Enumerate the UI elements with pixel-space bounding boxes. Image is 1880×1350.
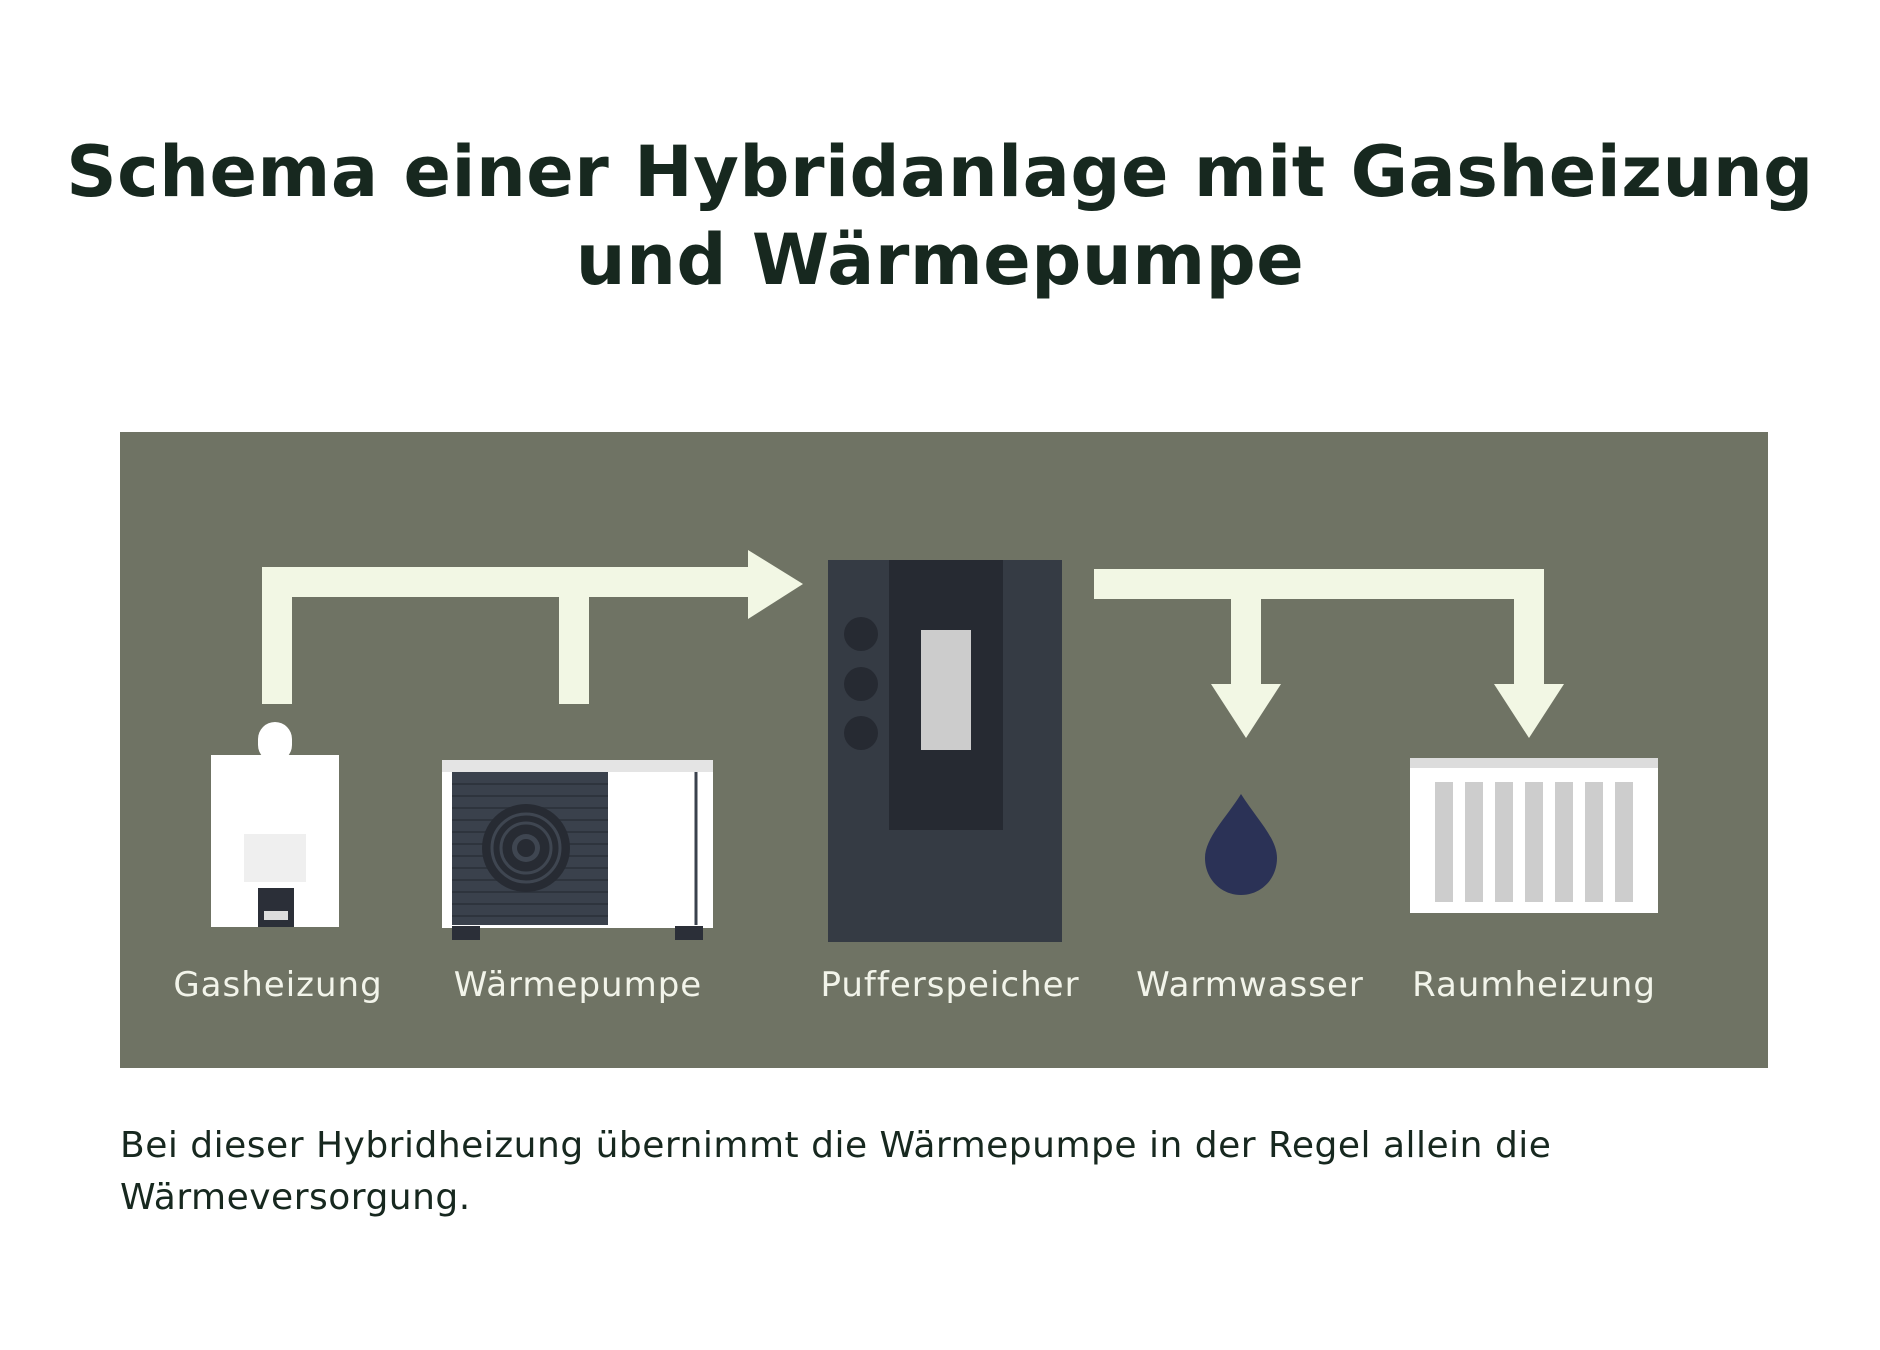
page-title: Schema einer Hybridanlage mit Gasheizung… [0, 128, 1880, 304]
heat-pump-icon [442, 760, 713, 940]
buffer-tank-icon [828, 560, 1062, 942]
label-gasheizung: Gasheizung [173, 965, 383, 1005]
title-line-2: und Wärmepumpe [575, 219, 1305, 301]
title-line-1: Schema einer Hybridanlage mit Gasheizung [66, 131, 1814, 213]
flow-arrow-supply [262, 550, 803, 704]
label-warmwasser: Warmwasser [1136, 965, 1364, 1005]
flow-arrow-distribution [1094, 569, 1564, 738]
water-drop-icon [1205, 794, 1277, 895]
label-waermepumpe: Wärmepumpe [453, 965, 703, 1005]
gas-boiler-icon [211, 722, 339, 927]
label-pufferspeicher: Pufferspeicher [820, 965, 1080, 1005]
diagram-caption: Bei dieser Hybridheizung übernimmt die W… [120, 1125, 1552, 1218]
radiator-icon [1410, 758, 1658, 913]
label-raumheizung: Raumheizung [1412, 965, 1656, 1005]
